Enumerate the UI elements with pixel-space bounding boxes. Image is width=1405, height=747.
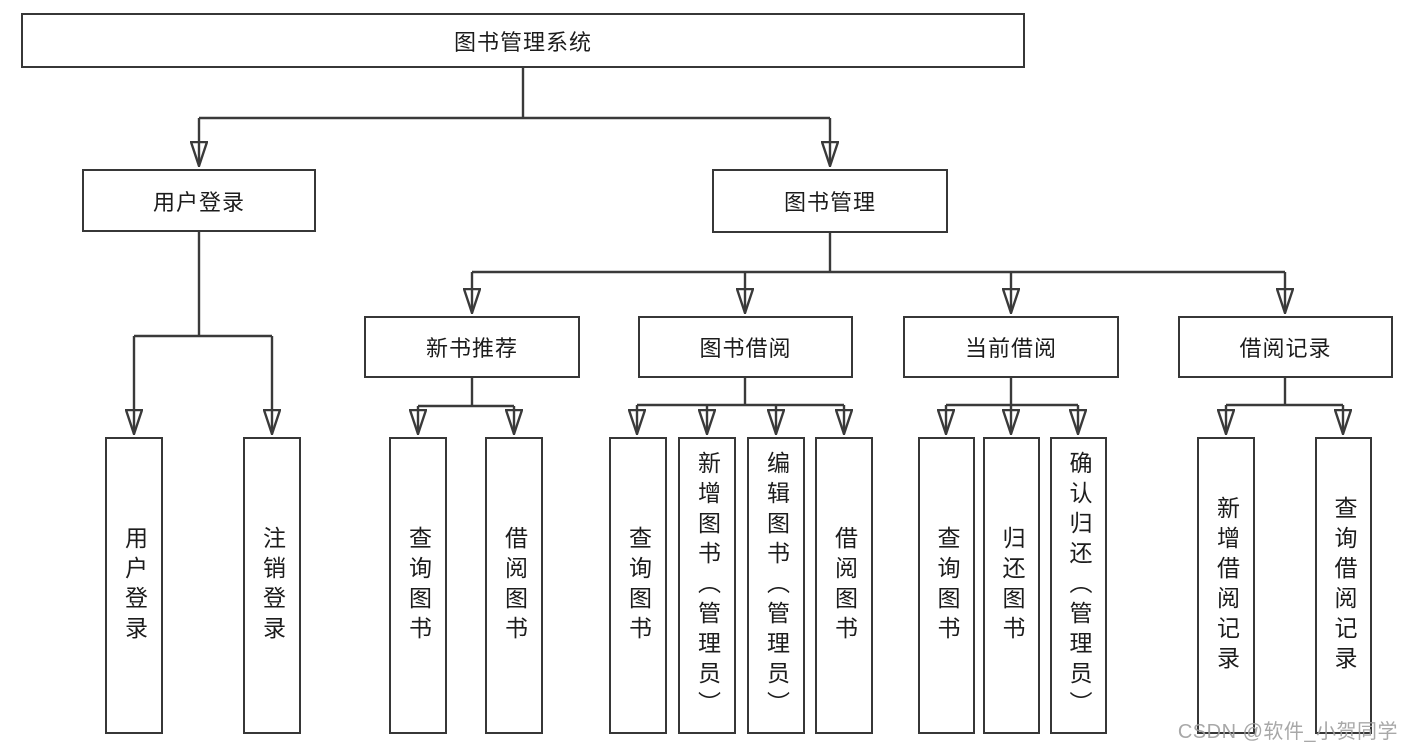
node-user-login: 用户登录 xyxy=(82,169,316,232)
leaf-label: 用户登录 xyxy=(121,525,148,646)
leaf-label: 借阅图书 xyxy=(501,525,528,646)
leaf-query-books-borrowing: 查询图书 xyxy=(609,437,667,734)
leaf-label: 新增图书（管理员） xyxy=(694,450,721,721)
leaf-label: 查询图书 xyxy=(405,525,432,646)
node-label: 新书推荐 xyxy=(425,336,518,361)
connector-current-borrowing-to-leaves xyxy=(946,378,1078,434)
connector-new-book-recommendation-to-leaves xyxy=(418,378,514,434)
csdn-watermark: CSDN @软件_小贺同学 xyxy=(1177,721,1398,743)
node-current-borrowing: 当前借阅 xyxy=(903,316,1119,378)
leaf-add-book-admin: 新增图书（管理员） xyxy=(678,437,736,734)
node-label: 图书管理系统 xyxy=(453,29,592,55)
node-label: 用户登录 xyxy=(152,189,245,215)
node-label: 图书管理 xyxy=(783,190,876,215)
connector-book-management-to-level3 xyxy=(472,233,1285,313)
leaf-add-borrow-record: 新增借阅记录 xyxy=(1197,437,1255,734)
leaf-label: 归还图书 xyxy=(999,525,1025,646)
node-book-management: 图书管理 xyxy=(712,169,948,233)
leaf-label: 查询图书 xyxy=(934,525,960,646)
node-label: 借阅记录 xyxy=(1239,336,1332,361)
leaf-borrow-books-recommend: 借阅图书 xyxy=(485,437,543,734)
leaf-label: 编辑图书（管理员） xyxy=(763,450,790,721)
leaf-label: 借阅图书 xyxy=(831,525,858,646)
node-borrowing-records: 借阅记录 xyxy=(1178,316,1393,378)
leaf-label: 新增借阅记录 xyxy=(1213,495,1240,676)
connector-borrowing-records-to-leaves xyxy=(1226,378,1343,434)
leaf-query-borrow-record: 查询借阅记录 xyxy=(1315,437,1372,734)
leaf-query-books-current: 查询图书 xyxy=(918,437,975,734)
node-new-book-recommendation: 新书推荐 xyxy=(364,316,580,378)
leaf-user-login: 用户登录 xyxy=(105,437,163,734)
connector-root-to-level2 xyxy=(199,68,830,166)
leaf-query-books-recommend: 查询图书 xyxy=(389,437,447,734)
leaf-borrow-books: 借阅图书 xyxy=(815,437,873,734)
node-label: 图书借阅 xyxy=(699,336,792,361)
leaf-logout: 注销登录 xyxy=(243,437,301,734)
node-library-management-system: 图书管理系统 xyxy=(21,13,1025,68)
leaf-label: 查询借阅记录 xyxy=(1331,495,1357,676)
leaf-label: 注销登录 xyxy=(259,525,286,646)
connector-book-borrowing-to-leaves xyxy=(637,378,844,434)
leaf-return-books: 归还图书 xyxy=(983,437,1040,734)
connector-user-login-to-leaves xyxy=(134,232,272,434)
leaf-confirm-return-admin: 确认归还（管理员） xyxy=(1050,437,1107,734)
node-book-borrowing: 图书借阅 xyxy=(638,316,853,378)
leaf-label: 确认归还（管理员） xyxy=(1066,450,1092,721)
node-label: 当前借阅 xyxy=(964,336,1057,361)
leaf-edit-book-admin: 编辑图书（管理员） xyxy=(747,437,805,734)
leaf-label: 查询图书 xyxy=(625,525,652,646)
